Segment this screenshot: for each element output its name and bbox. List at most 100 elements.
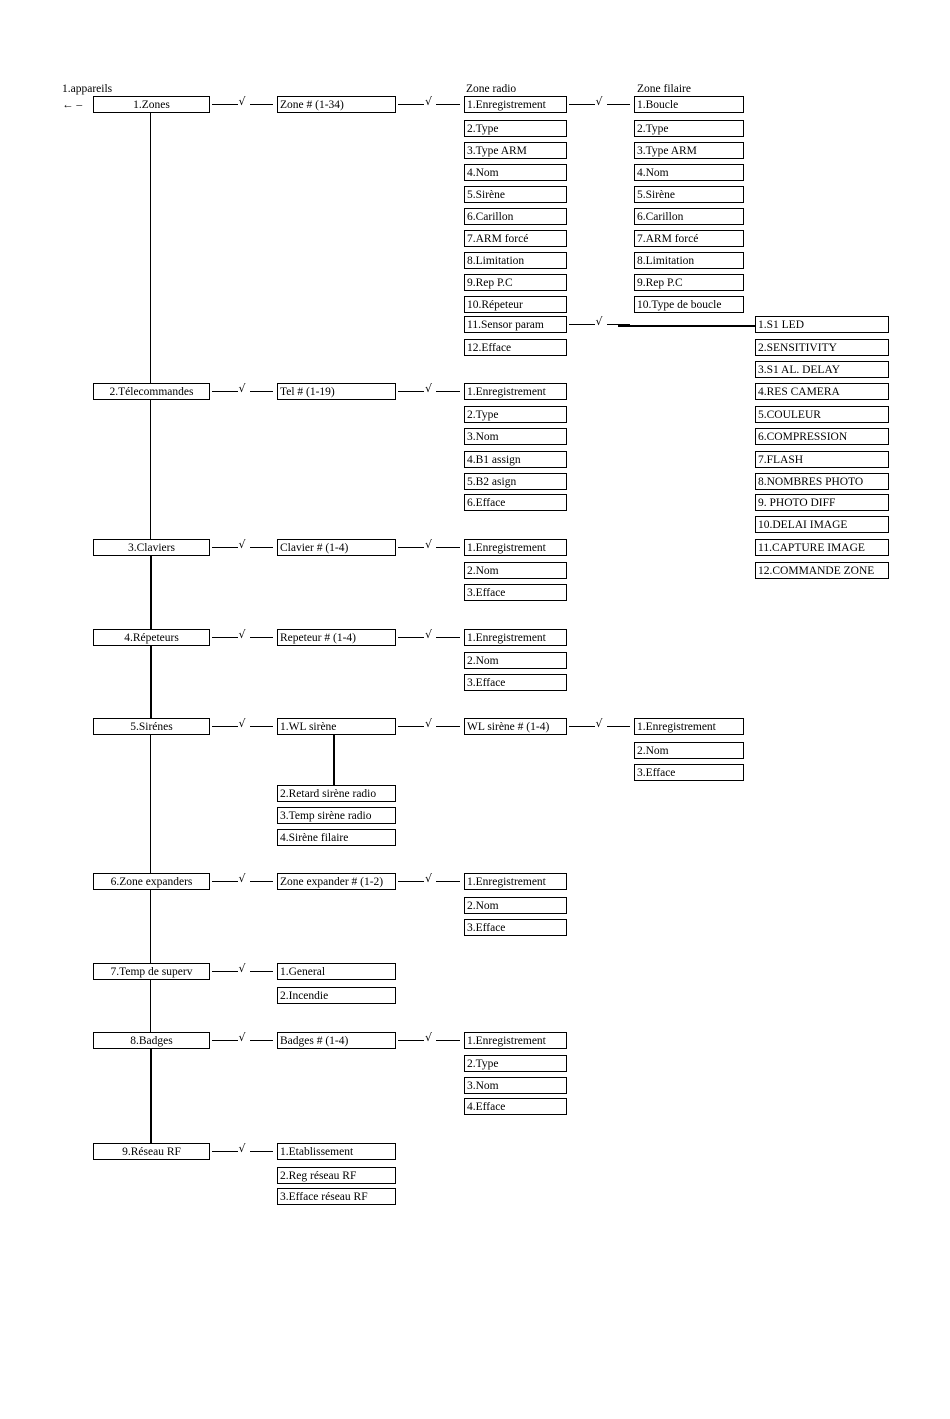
badge-item[interactable]: 2.Type xyxy=(464,1055,567,1072)
back-arrow-icon: ← – xyxy=(62,99,83,111)
menu-item[interactable]: 8.Badges xyxy=(93,1032,210,1049)
menu-item[interactable]: 3.Claviers xyxy=(93,539,210,556)
check-icon: √ xyxy=(425,382,433,395)
zone-radio-item[interactable]: 6.Carillon xyxy=(464,208,567,225)
zone-radio-item[interactable]: 7.ARM forcé xyxy=(464,230,567,247)
sensor-param-item[interactable]: 4.RES CAMERA xyxy=(755,383,889,400)
zone-radio-item[interactable]: 8.Limitation xyxy=(464,252,567,269)
zone-radio-item[interactable]: 3.Type ARM xyxy=(464,142,567,159)
check-connector: √ xyxy=(210,382,277,397)
badge-number-box[interactable]: Badges # (1-4) xyxy=(277,1032,396,1049)
clavier-item[interactable]: 2.Nom xyxy=(464,562,567,579)
sirene-item[interactable]: 2.Retard sirène radio xyxy=(277,785,396,802)
zone-radio-item[interactable]: 11.Sensor param xyxy=(464,316,567,333)
sensor-param-item[interactable]: 3.S1 AL. DELAY xyxy=(755,361,889,378)
sirene-item[interactable]: 4.Sirène filaire xyxy=(277,829,396,846)
check-icon: √ xyxy=(238,95,246,108)
sirene-item[interactable]: 3.Temp sirène radio xyxy=(277,807,396,824)
tel-item[interactable]: 1.Enregistrement xyxy=(464,383,567,400)
zone-radio-item[interactable]: 12.Efface xyxy=(464,339,567,356)
repeteur-item[interactable]: 1.Enregistrement xyxy=(464,629,567,646)
sensor-param-item[interactable]: 6.COMPRESSION xyxy=(755,428,889,445)
menu-item[interactable]: 6.Zone expanders xyxy=(93,873,210,890)
tel-number-box[interactable]: Tel # (1-19) xyxy=(277,383,396,400)
zone-radio-item[interactable]: 4.Nom xyxy=(464,164,567,181)
zone-filaire-item[interactable]: 8.Limitation xyxy=(634,252,744,269)
tel-item[interactable]: 2.Type xyxy=(464,406,567,423)
sensor-param-item[interactable]: 1.S1 LED xyxy=(755,316,889,333)
zone-filaire-item[interactable]: 4.Nom xyxy=(634,164,744,181)
check-icon: √ xyxy=(595,95,603,108)
sensor-param-item[interactable]: 11.CAPTURE IMAGE xyxy=(755,539,889,556)
zone-radio-item[interactable]: 2.Type xyxy=(464,120,567,137)
tel-item[interactable]: 4.B1 assign xyxy=(464,451,567,468)
tree-branch-line xyxy=(150,637,152,718)
sensor-param-item[interactable]: 8.NOMBRES PHOTO xyxy=(755,473,889,490)
badge-item[interactable]: 3.Nom xyxy=(464,1077,567,1094)
badge-item[interactable]: 1.Enregistrement xyxy=(464,1032,567,1049)
check-icon: √ xyxy=(425,628,433,641)
wl-sirene-number-box[interactable]: WL sirène # (1-4) xyxy=(464,718,567,735)
zone-filaire-item[interactable]: 6.Carillon xyxy=(634,208,744,225)
tree-link-line xyxy=(618,325,757,327)
expander-item[interactable]: 2.Nom xyxy=(464,897,567,914)
sensor-param-item[interactable]: 9. PHOTO DIFF xyxy=(755,494,889,511)
sensor-param-item[interactable]: 2.SENSITIVITY xyxy=(755,339,889,356)
zone-filaire-item[interactable]: 3.Type ARM xyxy=(634,142,744,159)
check-icon: √ xyxy=(425,95,433,108)
zone-filaire-item[interactable]: 7.ARM forcé xyxy=(634,230,744,247)
menu-item[interactable]: 5.Sirénes xyxy=(93,718,210,735)
zone-filaire-item[interactable]: 2.Type xyxy=(634,120,744,137)
badge-item[interactable]: 4.Efface xyxy=(464,1098,567,1115)
sensor-param-item[interactable]: 12.COMMANDE ZONE xyxy=(755,562,889,579)
check-icon: √ xyxy=(238,382,246,395)
sirene-item[interactable]: 1.WL sirène xyxy=(277,718,396,735)
sensor-param-item[interactable]: 10.DELAI IMAGE xyxy=(755,516,889,533)
zone-radio-item[interactable]: 1.Enregistrement xyxy=(464,96,567,113)
expander-item[interactable]: 3.Efface xyxy=(464,919,567,936)
zone-filaire-header: Zone filaire xyxy=(637,83,691,95)
zone-filaire-item[interactable]: 9.Rep P.C xyxy=(634,274,744,291)
menu-item[interactable]: 7.Temp de superv xyxy=(93,963,210,980)
clavier-item[interactable]: 3.Efface xyxy=(464,584,567,601)
wl-sirene-item[interactable]: 3.Efface xyxy=(634,764,744,781)
check-connector: √ xyxy=(210,1142,277,1157)
sensor-param-item[interactable]: 5.COULEUR xyxy=(755,406,889,423)
clavier-number-box[interactable]: Clavier # (1-4) xyxy=(277,539,396,556)
superv-item[interactable]: 1.General xyxy=(277,963,396,980)
check-icon: √ xyxy=(425,717,433,730)
check-icon: √ xyxy=(595,315,603,328)
reseau-item[interactable]: 2.Reg réseau RF xyxy=(277,1167,396,1184)
tel-item[interactable]: 5.B2 asign xyxy=(464,473,567,490)
reseau-item[interactable]: 3.Efface réseau RF xyxy=(277,1188,396,1205)
superv-item[interactable]: 2.Incendie xyxy=(277,987,396,1004)
check-connector: √ xyxy=(396,538,464,553)
check-icon: √ xyxy=(425,872,433,885)
menu-item[interactable]: 2.Télecommandes xyxy=(93,383,210,400)
zone-filaire-item[interactable]: 1.Boucle xyxy=(634,96,744,113)
reseau-item[interactable]: 1.Etablissement xyxy=(277,1143,396,1160)
repeteur-item[interactable]: 2.Nom xyxy=(464,652,567,669)
repeteur-item[interactable]: 3.Efface xyxy=(464,674,567,691)
zone-radio-item[interactable]: 10.Répeteur xyxy=(464,296,567,313)
sensor-param-item[interactable]: 7.FLASH xyxy=(755,451,889,468)
zone-filaire-item[interactable]: 5.Sirène xyxy=(634,186,744,203)
menu-item[interactable]: 1.Zones xyxy=(93,96,210,113)
tel-item[interactable]: 3.Nom xyxy=(464,428,567,445)
menu-item[interactable]: 9.Réseau RF xyxy=(93,1143,210,1160)
zone-radio-item[interactable]: 5.Sirène xyxy=(464,186,567,203)
expander-number-box[interactable]: Zone expander # (1-2) xyxy=(277,873,396,890)
zone-radio-item[interactable]: 9.Rep P.C xyxy=(464,274,567,291)
repeteur-number-box[interactable]: Repeteur # (1-4) xyxy=(277,629,396,646)
wl-sirene-item[interactable]: 1.Enregistrement xyxy=(634,718,744,735)
zone-radio-header: Zone radio xyxy=(466,83,517,95)
tel-item[interactable]: 6.Efface xyxy=(464,494,567,511)
clavier-item[interactable]: 1.Enregistrement xyxy=(464,539,567,556)
menu-item[interactable]: 4.Répeteurs xyxy=(93,629,210,646)
wl-sirene-item[interactable]: 2.Nom xyxy=(634,742,744,759)
check-connector: √ xyxy=(396,717,464,732)
check-icon: √ xyxy=(425,538,433,551)
zone-filaire-item[interactable]: 10.Type de boucle xyxy=(634,296,744,313)
zone-number-box[interactable]: Zone # (1-34) xyxy=(277,96,396,113)
expander-item[interactable]: 1.Enregistrement xyxy=(464,873,567,890)
